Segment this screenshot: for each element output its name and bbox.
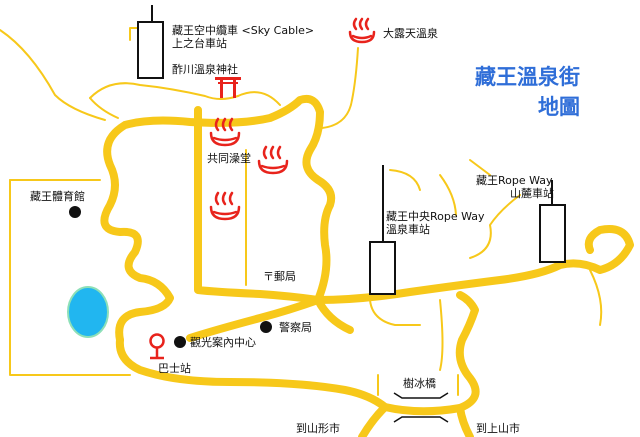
to-kaminoyama-label: 到上山市 [476, 422, 520, 435]
police-location-dot-icon [260, 321, 272, 333]
to-yamagata-label: 到山形市 [296, 422, 340, 435]
bus-stop-label: 巴士站 [158, 362, 191, 375]
pond [67, 286, 109, 338]
bus-stop-icon [149, 333, 165, 360]
sky-cable-label-line1: 藏王空中纜車 <Sky Cable> [172, 24, 315, 37]
sky-cable-label-line2: 上之台車站 [172, 37, 227, 50]
bridge-label: 樹冰橋 [403, 377, 436, 390]
bridge-icon [393, 392, 449, 423]
ropeway-sanroku-station-icon [539, 180, 566, 263]
hot-spring-icon-upper [209, 117, 241, 147]
tourist-center-location-dot-icon [174, 336, 186, 348]
map-title-line2: 地圖 [538, 95, 580, 119]
post-office-label: 〒郵局 [263, 270, 296, 283]
tourist-center-label: 觀光案內中心 [190, 336, 256, 349]
ropeway-center-label-line1: 藏王中央Rope Way [386, 210, 485, 223]
thin-roads [0, 27, 603, 396]
police-label: 警察局 [279, 321, 312, 334]
gym-label: 藏王體育館 [30, 190, 85, 203]
gym-location-dot-icon [69, 206, 81, 218]
hot-spring-icon-lower [209, 191, 241, 221]
ropeway-center-label-line2: 溫泉車站 [386, 223, 430, 236]
outdoor-bath-label: 大露天溫泉 [383, 27, 438, 40]
shrine-label: 酢川溫泉神社 [172, 63, 238, 76]
sky-cable-station-icon [137, 5, 164, 79]
ropeway-sanroku-label-line2: 山麓車站 [510, 187, 554, 200]
ropeway-sanroku-label-line1: 藏王Rope Way [476, 174, 553, 187]
public-bath-label: 共同澡堂 [207, 152, 251, 165]
main-roads [100, 94, 634, 437]
ropeway-center-station-icon [369, 165, 396, 295]
hot-spring-icon-outdoor [348, 17, 376, 44]
hot-spring-icon-public-bath [257, 145, 289, 175]
map-title-line1: 藏王溫泉街 [475, 65, 580, 89]
torii-gate-icon [215, 77, 241, 98]
